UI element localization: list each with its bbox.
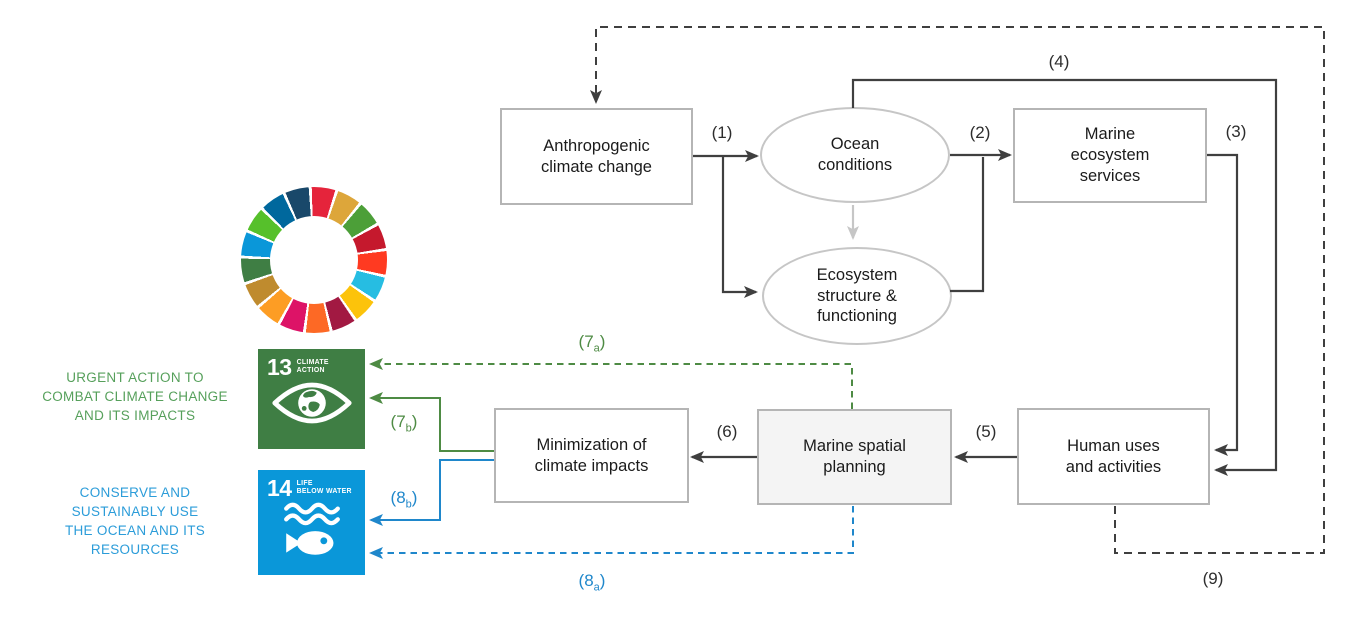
arrow-label-3: (3) <box>1225 122 1247 141</box>
arrow-3-services-to-human <box>1207 153 1239 456</box>
arrow-label-1: (1) <box>711 123 733 142</box>
sdg13-description: URGENT ACTION TO COMBAT CLIMATE CHANGE A… <box>42 370 228 423</box>
node-marine-ecosystem-services: Marine ecosystem services <box>1013 108 1207 203</box>
sdg14-header: 14 LIFE BELOW WATER <box>258 470 365 500</box>
sdg14-tile: 14 LIFE BELOW WATER <box>258 470 365 575</box>
arrow-7b-minimization-to-sdg13 <box>369 392 494 452</box>
sdg13-header: 13 CLIMATE ACTION <box>258 349 365 379</box>
node-marine-spatial-planning: Marine spatial planning <box>757 409 952 505</box>
sdg13-tile: 13 CLIMATE ACTION <box>258 349 365 449</box>
climate-action-eye-icon <box>271 382 352 424</box>
arrow-9-human-feedback-to-climate <box>590 26 1325 554</box>
arrow-2-branch-from-ecosystem <box>950 157 985 293</box>
arrow-label-7b: (7b) <box>390 412 418 435</box>
sdg-wheel-logo <box>241 187 387 333</box>
sdg14-title: LIFE BELOW WATER <box>296 480 352 496</box>
arrow-1-branch-to-ecosystem <box>721 156 758 298</box>
arrow-label-2: (2) <box>969 123 991 142</box>
sdg14-number: 14 <box>267 475 292 501</box>
arrow-7a-msp-to-sdg13 <box>369 358 853 409</box>
arrow-label-7a: (7a) <box>578 332 606 355</box>
node-minimization-climate-impacts: Minimization of climate impacts <box>494 408 689 503</box>
sdg13-number: 13 <box>267 354 292 380</box>
life-below-water-fish-icon <box>283 502 340 555</box>
arrow-label-6: (6) <box>716 422 738 441</box>
sdg-wheel-hole <box>270 216 358 304</box>
arrow-label-9: (9) <box>1202 569 1224 588</box>
arrow-8a-msp-to-sdg14 <box>369 506 854 559</box>
arrow-label-8a: (8a) <box>578 571 606 594</box>
node-ocean-conditions: Ocean conditions <box>760 107 950 203</box>
node-ecosystem-structure-functioning: Ecosystem structure & functioning <box>762 247 952 345</box>
node-anthropogenic-climate-change: Anthropogenic climate change <box>500 108 693 205</box>
sdg14-description: CONSERVE AND SUSTAINABLY USE THE OCEAN A… <box>64 485 206 557</box>
sdg13-title: CLIMATE ACTION <box>296 359 329 375</box>
arrow-label-8b: (8b) <box>390 488 418 511</box>
node-human-uses-activities: Human uses and activities <box>1017 408 1210 505</box>
arrow-8b-minimization-to-sdg14 <box>369 459 494 526</box>
arrow-label-5: (5) <box>975 422 997 441</box>
arrow-label-4: (4) <box>1048 52 1070 71</box>
